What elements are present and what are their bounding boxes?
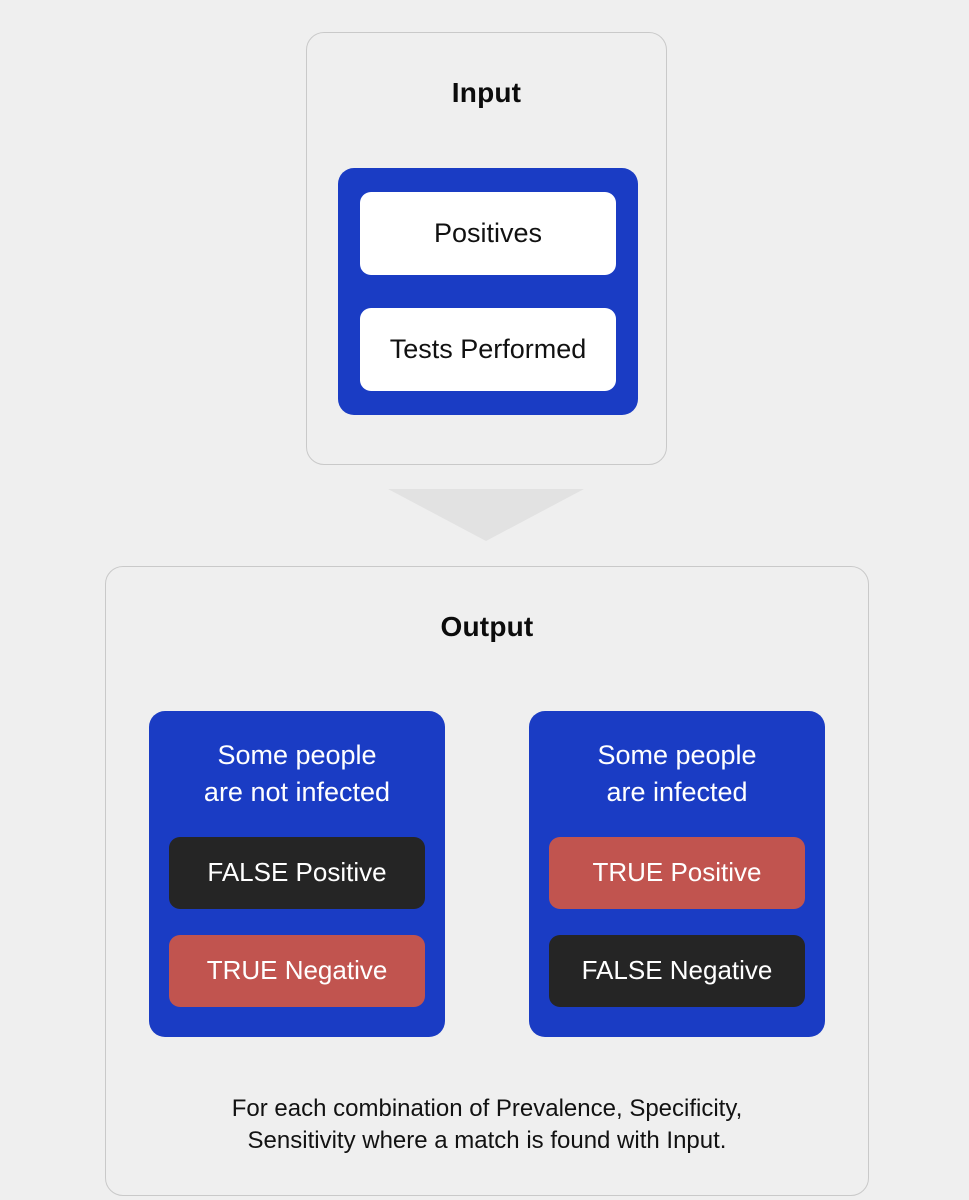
input-fields-group: Positives Tests Performed [338,168,638,415]
tag-false-negative[interactable]: FALSE Negative [549,934,805,1007]
input-panel-title: Input [451,77,522,108]
output-card-infected: Some people are infected TRUE Positive F… [529,711,825,1037]
input-field-positives[interactable]: Positives [360,192,616,275]
down-arrow-icon [388,489,584,541]
output-panel-title: Output [440,611,534,642]
output-caption: For each combination of Prevalence, Spec… [231,1095,743,1154]
output-card-not-infected: Some people are not infected FALSE Posit… [149,711,445,1037]
tag-false-positive[interactable]: FALSE Positive [169,836,425,909]
input-field-tests-performed[interactable]: Tests Performed [360,308,616,391]
tag-true-negative[interactable]: TRUE Negative [169,934,425,1007]
output-panel: Output Some people are not infected FALS… [105,566,869,1196]
tag-true-positive[interactable]: TRUE Positive [549,836,805,909]
input-panel: Input Positives Tests Performed [306,32,667,465]
output-cards-row: Some people are not infected FALSE Posit… [106,711,868,1037]
output-card-heading: Some people are infected [597,740,757,807]
output-card-heading: Some people are not infected [203,740,391,807]
